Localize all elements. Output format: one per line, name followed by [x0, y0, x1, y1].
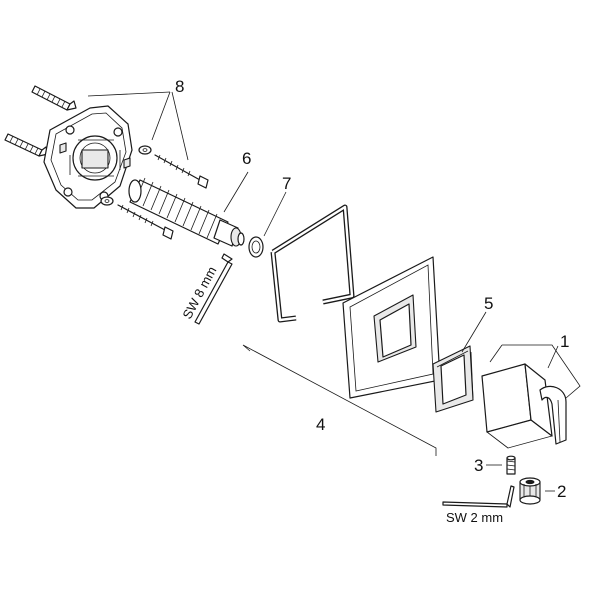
square-wire-frame	[270, 204, 355, 323]
callout-2: 2	[557, 482, 566, 501]
callout-6: 6	[242, 149, 251, 168]
callout-3: 3	[474, 456, 483, 475]
hex-key-small	[442, 485, 515, 508]
screw-bottom	[117, 204, 174, 240]
leader-lines	[87, 91, 581, 492]
seal-gasket	[432, 345, 474, 413]
callout-5: 5	[484, 294, 493, 313]
mounting-plate	[43, 105, 133, 209]
wall-anchor-top	[31, 85, 77, 111]
wall-anchor-bottom	[4, 133, 49, 157]
hex-key-small-label: SW 2 mm	[446, 510, 503, 525]
wall-holder	[481, 363, 567, 449]
callout-8: 8	[175, 77, 184, 96]
knurled-nut	[519, 477, 541, 505]
cover-plate	[342, 256, 441, 399]
washer-bottom	[100, 196, 114, 206]
corrugated-sleeve	[128, 177, 245, 247]
o-ring	[248, 236, 264, 258]
hex-key-large	[194, 253, 233, 325]
callout-1: 1	[560, 332, 569, 351]
callout-4: 4	[316, 415, 325, 434]
washer-top	[138, 145, 152, 155]
screw-top	[154, 154, 209, 189]
callout-7: 7	[282, 174, 291, 193]
set-screw	[506, 455, 516, 475]
